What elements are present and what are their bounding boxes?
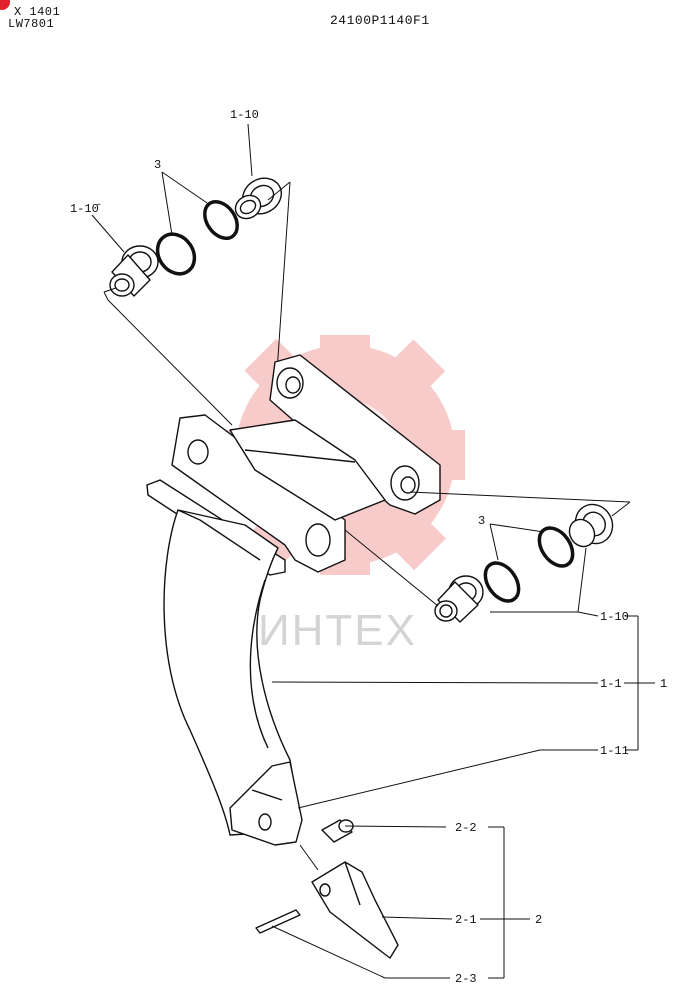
shank [163, 509, 301, 836]
ring-top-right [203, 200, 239, 240]
callout-ring-right: 3 [478, 514, 485, 528]
watermark-text: ИНТЕХ [258, 606, 417, 655]
leader-lines-top [91, 123, 291, 426]
callout-tooth-point: 2-1 [455, 913, 477, 927]
callout-tooth-group: 2 [535, 913, 542, 927]
pin-top-left [109, 245, 159, 297]
tooth-point [311, 861, 399, 959]
ring-right-inner [483, 561, 521, 603]
ring-right-outer [537, 526, 575, 568]
callout-tooth-pin: 2-2 [455, 821, 477, 835]
callout-pin-top-right: 1-10 [230, 108, 259, 122]
lock-pin [255, 909, 301, 934]
model-code-2: LW7801 [8, 17, 55, 31]
ring-top-left [155, 232, 197, 276]
callout-lock-pin: 2-3 [455, 972, 477, 986]
shank-protector [229, 761, 303, 846]
pin-right-lower [434, 575, 484, 623]
tooth-pin [321, 819, 354, 843]
mount-bracket [146, 354, 441, 576]
callout-ring-top: 3 [154, 158, 161, 172]
callout-shank-group: 1 [660, 677, 667, 691]
callout-protector: 1-11 [600, 744, 629, 758]
corner-badge [0, 0, 10, 10]
pin-right-upper [568, 503, 614, 548]
callout-shank: 1-1 [600, 677, 622, 691]
document-number: 24100P1140F1 [330, 13, 430, 28]
leader-lines-bottom [271, 825, 530, 979]
leader-lines-right [271, 491, 655, 809]
model-code-1: X 1401 [14, 5, 61, 19]
callout-pin-right: 1-10 [600, 610, 629, 624]
pin-top-right [234, 177, 282, 220]
callout-pin-top-left: 1-10̄ [70, 202, 101, 216]
